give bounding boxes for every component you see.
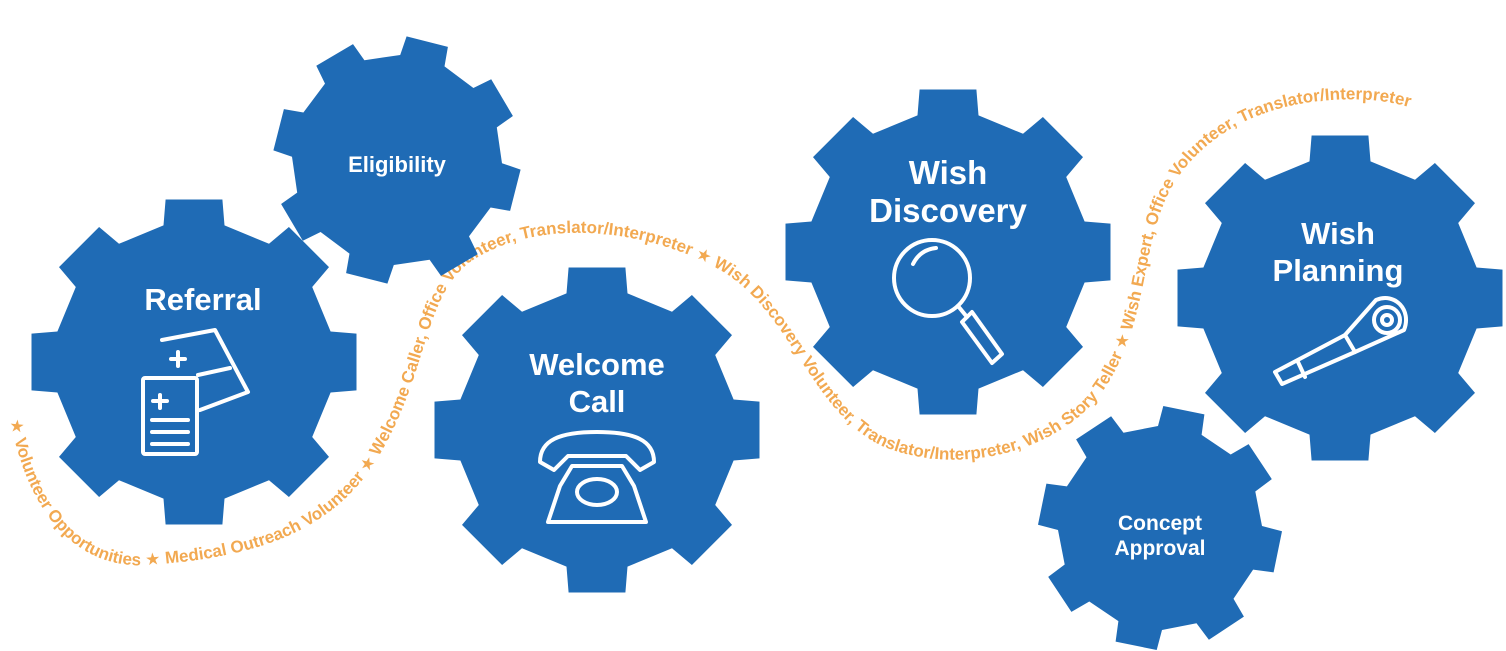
telephone-icon [538, 430, 656, 524]
referral-label: Referral [144, 282, 261, 317]
wish-planning-label-line1: Wish [1301, 216, 1375, 251]
gear-referral [31, 199, 357, 525]
concept-approval-label-line2: Approval [1114, 537, 1205, 560]
wish-discovery-label-line2: Discovery [869, 192, 1027, 229]
gear-wish-discovery [785, 89, 1111, 415]
eligibility-label: Eligibility [348, 152, 447, 177]
gear-shape [1177, 135, 1503, 461]
concept-approval-label-line1: Concept [1118, 512, 1202, 535]
party-horn-icon [1273, 296, 1408, 386]
magnifying-glass-icon [892, 238, 1004, 365]
medical-documents-icon [141, 328, 250, 456]
wish-planning-label-line2: Planning [1273, 253, 1404, 288]
gear-shape [273, 36, 521, 284]
gear-shape [31, 199, 357, 525]
gear-eligibility [273, 36, 521, 284]
gear-concept-approval [1038, 406, 1282, 650]
gear-shape [1038, 406, 1282, 650]
gear-wish-planning [1177, 135, 1503, 461]
gear-shape [785, 89, 1111, 415]
welcome-call-label-line1: Welcome [529, 347, 665, 382]
welcome-call-label-line2: Call [569, 384, 626, 419]
wish-discovery-label-line1: Wish [909, 154, 988, 191]
